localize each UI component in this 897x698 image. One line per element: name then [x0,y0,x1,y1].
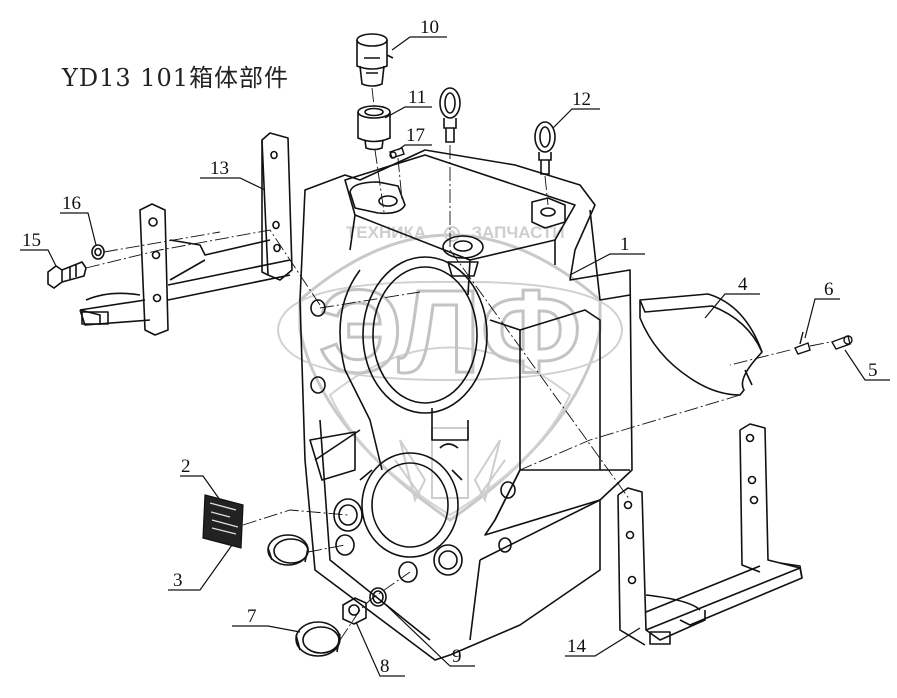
watermark-wheat-icon [394,427,506,503]
leader-3 [168,544,233,591]
watermark-brand: ЭЛФ [319,266,582,398]
diagram-title: YD13 101箱体部件 [62,64,290,92]
eyebolt-center [439,87,461,143]
leader-16 [60,212,97,246]
leader-6 [804,298,840,339]
callout-10: 10 [420,17,439,38]
watermark-shield-outline [298,233,602,522]
screw-17 [389,147,405,159]
seal-ring [267,534,309,566]
nameplate-2 [202,494,244,549]
right-mounting-bracket [617,423,803,646]
leader-11 [384,106,432,119]
callout-labels: 1 2 3 4 5 6 7 8 9 10 11 12 13 14 15 16 1… [22,17,878,677]
plug-8 [342,597,367,625]
leader-1 [569,253,645,276]
callout-2: 2 [181,456,191,477]
breather-10 [356,33,394,87]
bushing-11 [357,105,391,151]
callout-13: 13 [210,158,229,179]
callout-5: 5 [868,360,878,381]
leader-2 [180,475,221,501]
washer-16 [91,244,105,260]
callout-11: 11 [408,87,426,108]
leader-10 [391,36,447,51]
watermark: ЭЛФ ТЕХНИКА ЗАПЧАСТИ [276,223,624,522]
cover-4 [639,293,763,396]
callout-12: 12 [572,89,591,110]
screw-5 [830,335,853,350]
assembly-axes [85,87,831,641]
watermark-left-word: ТЕХНИКА [346,223,426,242]
end-cap-7 [295,621,341,657]
callout-6: 6 [824,279,834,300]
callout-16: 16 [62,193,81,214]
gearbox-housing [299,149,633,661]
o-ring-9 [369,587,387,607]
leader-14 [565,627,641,657]
leader-12 [552,108,600,129]
callout-7: 7 [247,606,257,627]
leader-7 [232,625,301,633]
leader-8 [355,621,405,677]
bolt-15 [47,261,87,289]
leader-17 [397,144,432,151]
watermark-orbit-ring [276,280,624,382]
leader-4 [704,293,760,319]
watermark-gear-icon [444,226,460,242]
callout-9: 9 [452,646,462,667]
callout-15: 15 [22,230,41,251]
callout-4: 4 [738,274,748,295]
left-mounting-bracket [79,132,293,336]
callout-1: 1 [620,234,630,255]
eyebolt-12 [534,121,556,175]
leader-13 [200,177,266,191]
callout-17: 17 [406,125,425,146]
watermark-right-word: ЗАПЧАСТИ [471,223,564,242]
leader-5 [844,349,890,381]
pin-6 [794,331,811,355]
leader-9 [384,603,475,667]
callout-3: 3 [173,570,183,591]
leader-lines [20,36,890,677]
callout-8: 8 [380,656,390,677]
callout-14: 14 [567,636,587,657]
leader-15 [20,249,57,267]
